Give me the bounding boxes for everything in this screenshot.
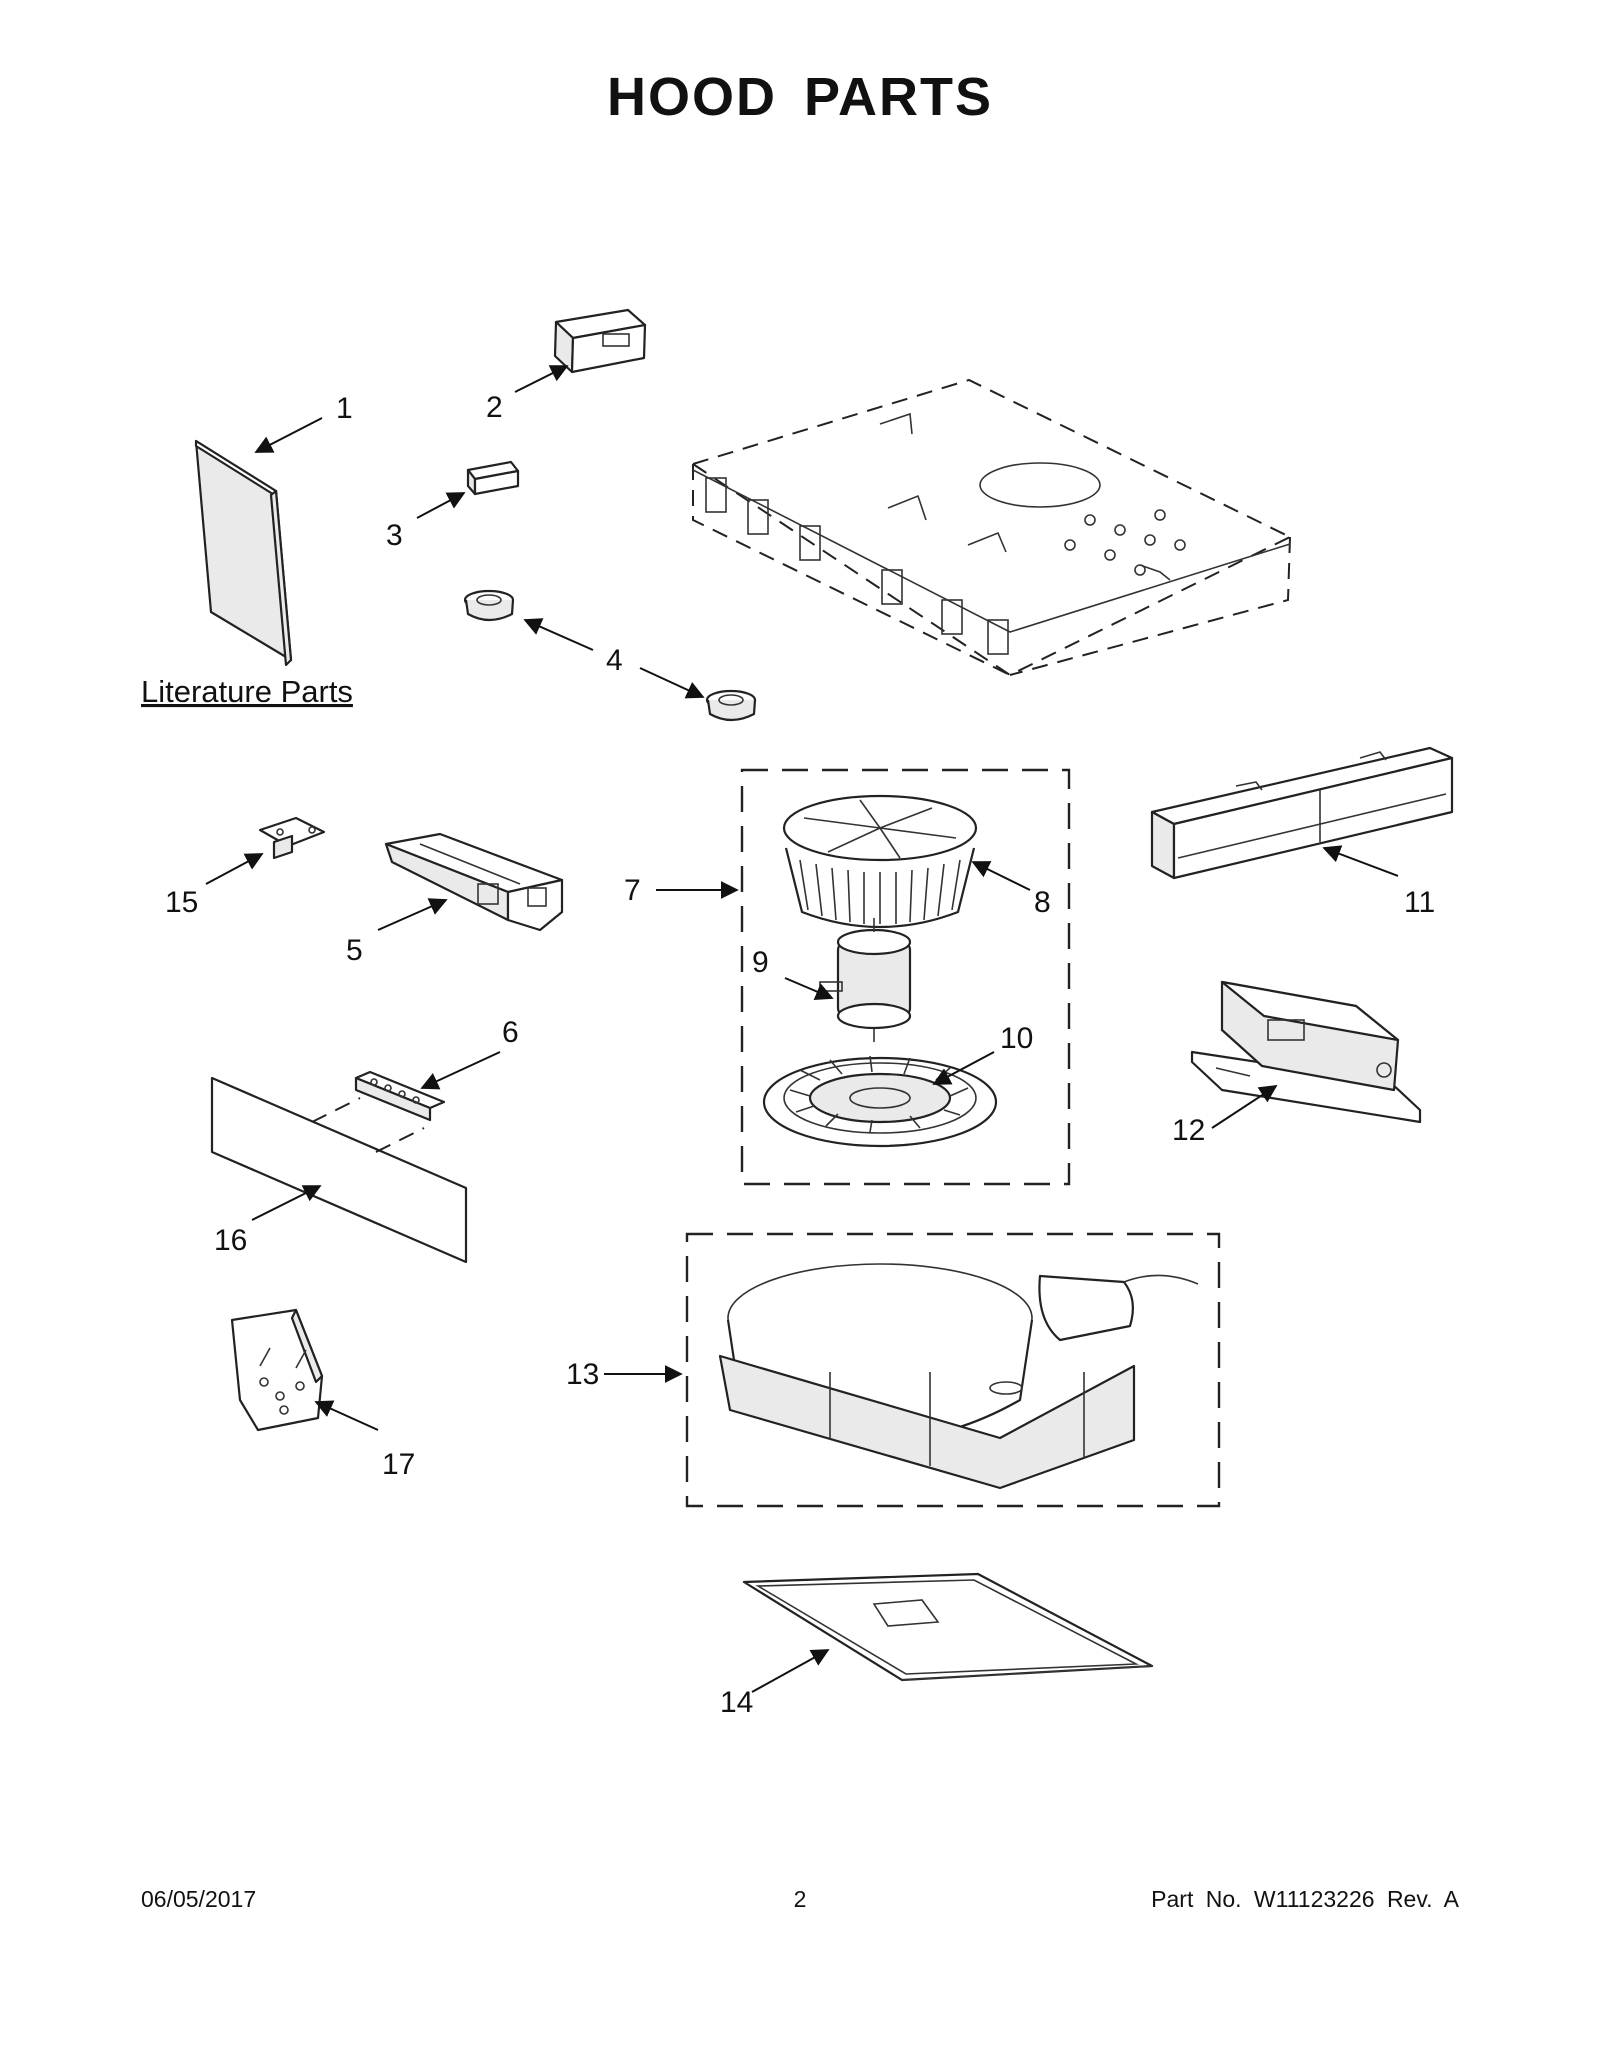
part-13-blower-housing — [718, 1263, 1199, 1490]
footer-part-number: Part No. W11123226 Rev. A — [1151, 1886, 1459, 1912]
leader-15 — [205, 853, 264, 885]
callout-9: 9 — [752, 946, 769, 979]
callout-13: 13 — [566, 1358, 599, 1391]
part-14-filter-frame — [742, 1572, 1154, 1682]
footer-page-number: 2 — [793, 1886, 807, 1912]
part-3-relay — [466, 460, 520, 496]
callout-1: 1 — [336, 392, 353, 425]
leader-6 — [420, 1051, 501, 1090]
part-6-button-assembly — [354, 1070, 446, 1122]
blower-assembly-group-box — [740, 768, 1071, 1186]
hood-body-outline — [692, 378, 1291, 677]
callout-14: 14 — [720, 1686, 753, 1719]
part-16-control-overlay — [210, 1076, 468, 1264]
callout-12: 12 — [1172, 1114, 1205, 1147]
leader-1 — [254, 417, 323, 453]
part-11-filter-channel — [1150, 746, 1454, 880]
part-17-mounting-bracket — [230, 1308, 324, 1432]
leader-10 — [932, 1051, 995, 1085]
part-1-literature-booklet — [194, 439, 293, 667]
leader-12 — [1211, 1085, 1278, 1129]
callout-3: 3 — [386, 519, 403, 552]
callout-2: 2 — [486, 391, 503, 424]
footer-date: 06/05/2017 — [141, 1886, 257, 1912]
part-15-control-board — [258, 816, 326, 860]
callout-6: 6 — [502, 1016, 519, 1049]
leader-4a — [523, 618, 594, 651]
callout-11: 11 — [1404, 886, 1435, 919]
leader-3 — [416, 492, 466, 519]
leader-2 — [514, 365, 569, 393]
literature-parts-label: Literature Parts — [141, 674, 353, 709]
callout-10: 10 — [1000, 1022, 1033, 1055]
callout-7: 7 — [624, 874, 641, 907]
leader-4b — [639, 667, 705, 699]
leader-17 — [314, 1400, 379, 1431]
callout-15: 15 — [165, 886, 198, 919]
leader-11 — [1322, 845, 1399, 877]
blower-housing-group-box — [685, 1232, 1221, 1508]
callout-4: 4 — [606, 644, 623, 677]
callout-5: 5 — [346, 934, 363, 967]
part-12-light-housing — [1190, 980, 1422, 1124]
part-5-switch-bracket — [384, 832, 564, 932]
leader-5 — [377, 898, 448, 931]
callout-8: 8 — [1034, 886, 1051, 919]
part-8-blower-wheel — [782, 794, 978, 929]
callout-17: 17 — [382, 1448, 415, 1481]
part-4-coupler-upper — [463, 589, 515, 622]
part-4-coupler-lower — [705, 689, 757, 722]
leader-14 — [751, 1649, 830, 1693]
leader-16 — [251, 1185, 322, 1221]
part-9-blower-motor — [819, 918, 912, 1042]
part-2-electronic-module — [553, 308, 647, 374]
leader-8 — [971, 861, 1031, 891]
page-title: HOOD PARTS — [606, 67, 993, 127]
callout-16: 16 — [214, 1224, 247, 1257]
leader-9 — [784, 977, 834, 1000]
